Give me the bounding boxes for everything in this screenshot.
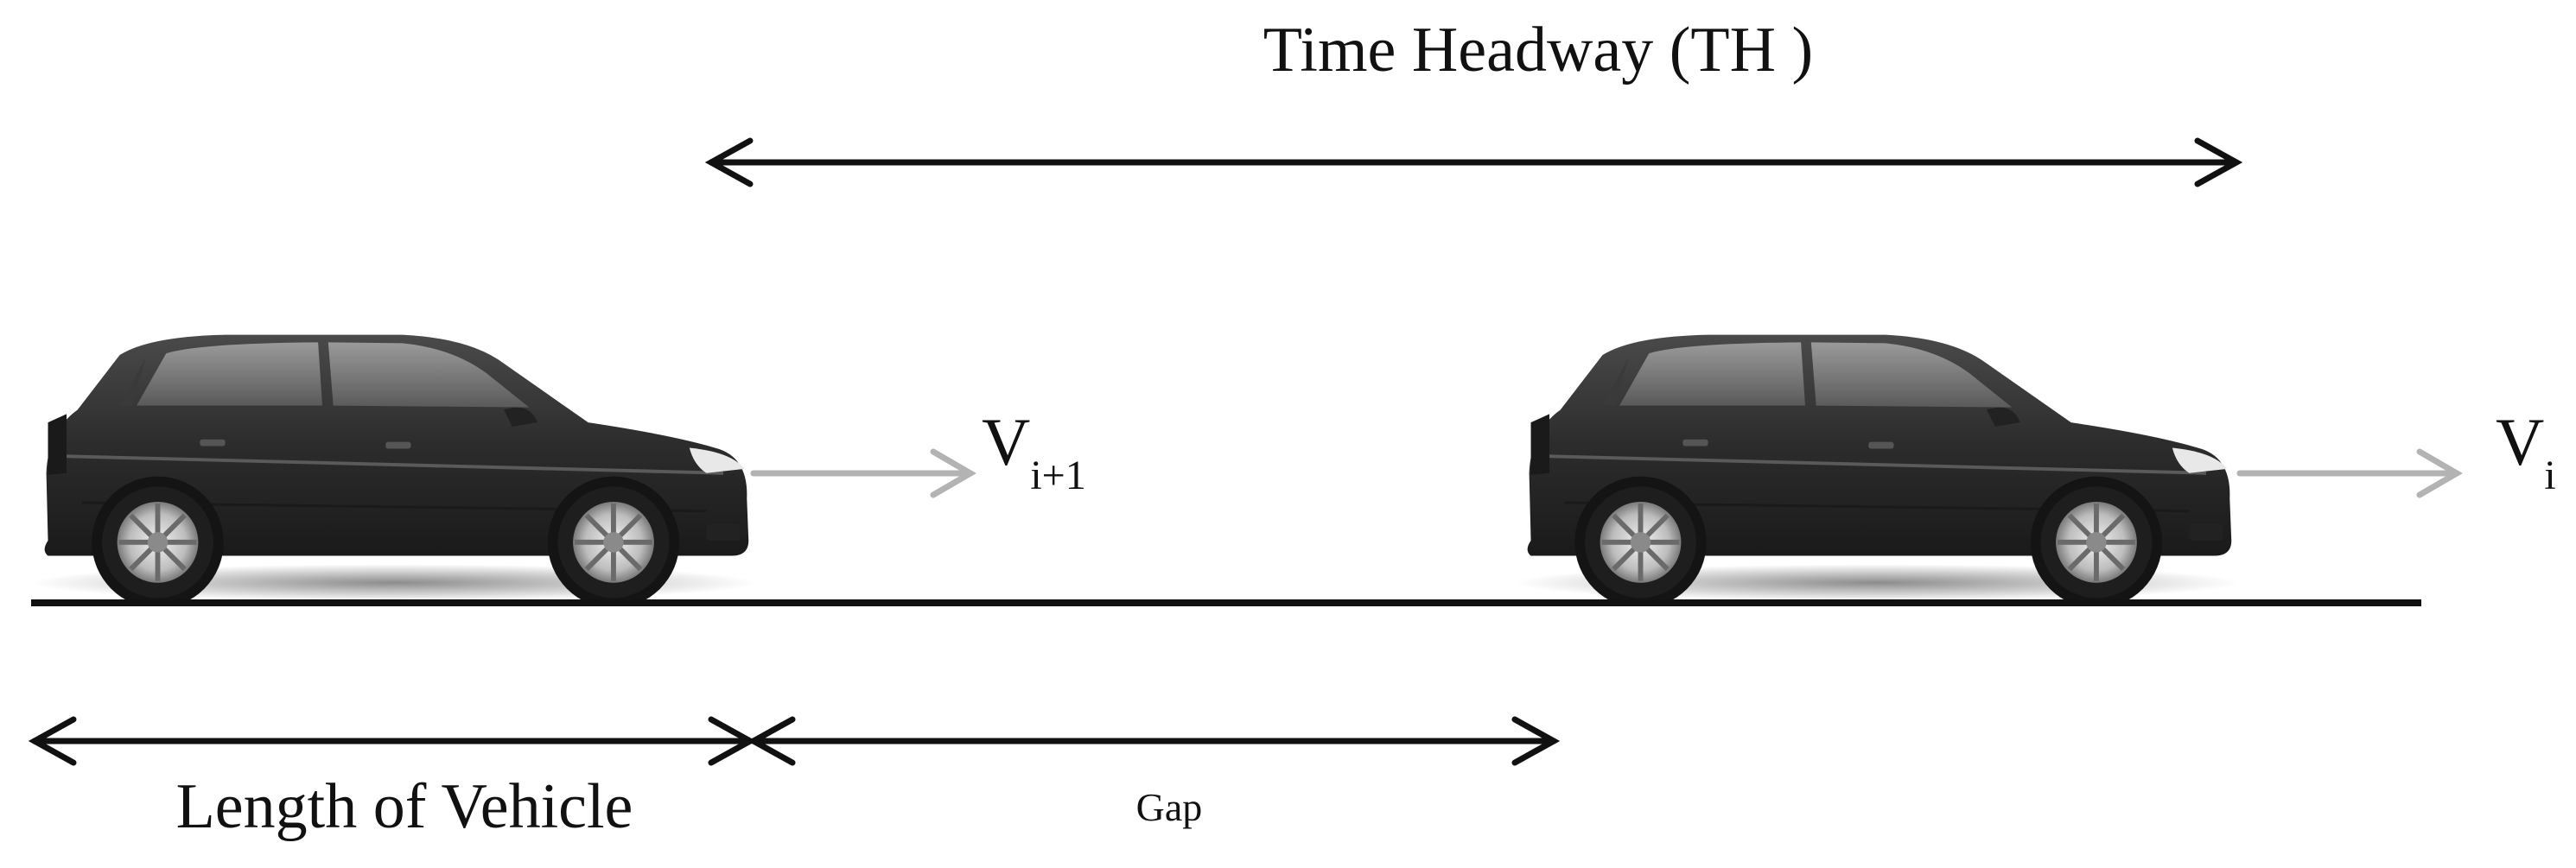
leader-speed-arrow bbox=[2236, 448, 2463, 498]
leader-speed-subscript: i bbox=[2544, 453, 2555, 498]
follower-speed-subscript: i+1 bbox=[1030, 453, 1085, 498]
follower-speed-symbol: V bbox=[982, 404, 1030, 479]
gap-label: Gap bbox=[1136, 785, 1203, 829]
follower-speed-arrow bbox=[750, 448, 976, 498]
leader-speed-label: Vi bbox=[2496, 404, 2556, 498]
leader-speed-symbol: V bbox=[2496, 404, 2544, 479]
gap-arrow bbox=[747, 716, 1561, 766]
time-headway-arrow bbox=[704, 137, 2243, 187]
length-label: Length of Vehicle bbox=[176, 771, 633, 842]
length-arrow bbox=[28, 716, 757, 766]
leader-car-icon bbox=[1514, 335, 2240, 608]
follower-speed-label: Vi+1 bbox=[982, 404, 1086, 498]
diagram-title: Time Headway (TH ) bbox=[1263, 15, 1813, 86]
follower-car-icon bbox=[31, 335, 757, 608]
